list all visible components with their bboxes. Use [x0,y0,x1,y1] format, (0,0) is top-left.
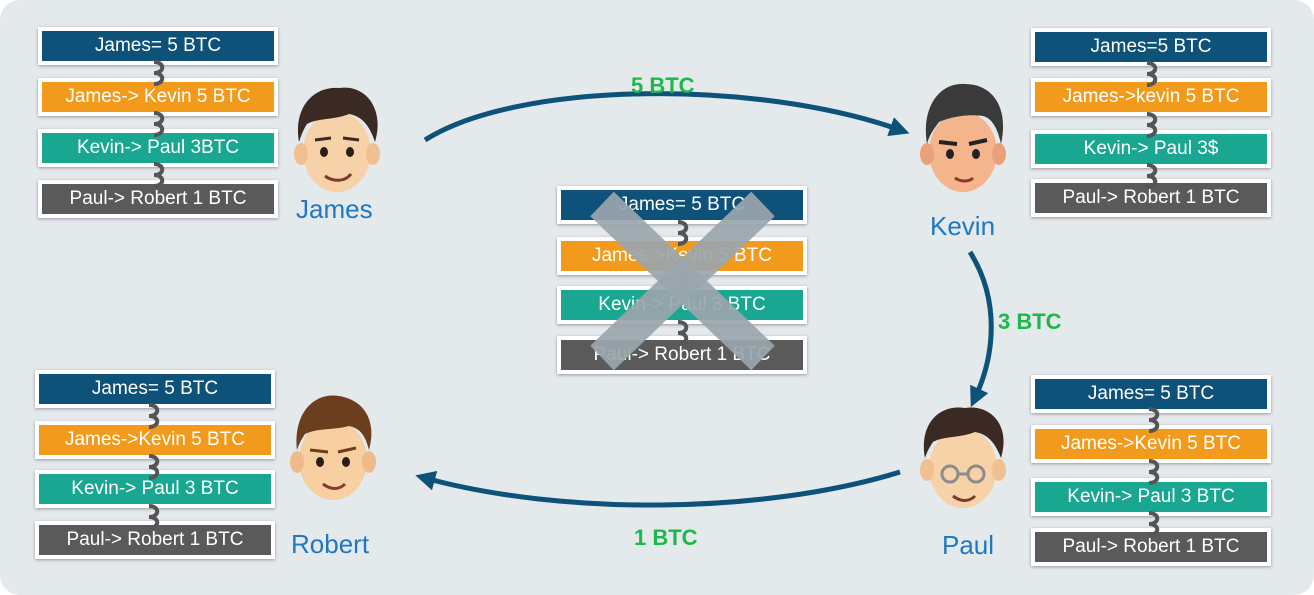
block-label: James->Kevin 5 BTC [39,425,271,455]
ledger-block: James-> Kevin 5 BTC [38,78,278,116]
block-label: Paul-> Robert 1 BTC [1035,532,1267,562]
ledger-block: Kevin-> Paul 3 BTC [35,470,275,508]
chain-link-icon [148,504,160,530]
james-name-label: James [296,194,373,224]
arrow-paul-to-robert [415,469,901,508]
ledger-block: Paul-> Robert 1 BTC [38,180,278,218]
chain-link-icon [1148,407,1160,433]
ledger-block: James= 5 BTC [1031,375,1271,413]
ledger-block: James= 5 BTC [35,370,275,408]
block-label: James= 5 BTC [1035,379,1267,409]
block-label: Kevin-> Paul 3$ [1035,134,1267,164]
chain-link-icon [1146,163,1158,189]
kevin-avatar [920,83,1006,192]
transfer-amount-paul-robert: 1 BTC [634,525,698,550]
block-label: Kevin-> Paul 3 BTC [1035,482,1267,512]
chain-link-icon [677,320,689,346]
chain-link-icon [1146,112,1158,138]
arrow-kevin-to-paul [967,250,994,408]
chain-link-icon [153,60,165,86]
ledger-block: James->kevin 5 BTC [1031,78,1271,116]
james-avatar [294,87,380,192]
block-label: Kevin-> Paul 3 BTC [39,474,271,504]
block-label: Paul-> Robert 1 BTC [42,184,274,214]
chain-link-icon [148,454,160,480]
block-label: James-> Kevin 5 BTC [42,82,274,112]
paul-avatar [920,407,1006,508]
arrow-james-to-kevin [423,91,910,143]
block-label: James->kevin 5 BTC [1035,82,1267,112]
paul-name-label: Paul [942,530,995,560]
chain-link-icon [1148,511,1160,537]
block-label: Paul-> Robert 1 BTC [39,525,271,555]
ledger-block: James->Kevin 5 BTC [35,421,275,459]
ledger-block: Kevin-> Paul 3$ [1031,130,1271,168]
chain-link-icon [1146,61,1158,87]
chain-link-icon [153,162,165,188]
transfer-amount-james-kevin: 5 BTC [631,73,695,98]
ledger-block: James=5 BTC [1031,28,1271,66]
x-cross-icon [590,192,775,370]
robert-name-label: Robert [291,529,370,559]
block-label: James=5 BTC [1035,32,1267,62]
chain-link-icon [677,220,689,246]
chain-link-icon [153,111,165,137]
robert-avatar [290,395,376,500]
chain-link-icon [1148,459,1160,485]
block-label: James= 5 BTC [39,374,271,404]
kevin-name-label: Kevin [930,211,996,241]
ledger-block: Kevin-> Paul 3BTC [38,129,278,167]
ledger-block: Paul-> Robert 1 BTC [1031,179,1271,217]
ledger-block: James= 5 BTC [38,27,278,65]
ledger-block: Paul-> Robert 1 BTC [1031,528,1271,566]
block-label: James->Kevin 5 BTC [1035,429,1267,459]
chain-link-icon [148,403,160,429]
transfer-amount-kevin-paul: 3 BTC [998,309,1062,334]
block-label: Kevin-> Paul 3BTC [42,133,274,163]
block-label: James= 5 BTC [42,31,274,61]
